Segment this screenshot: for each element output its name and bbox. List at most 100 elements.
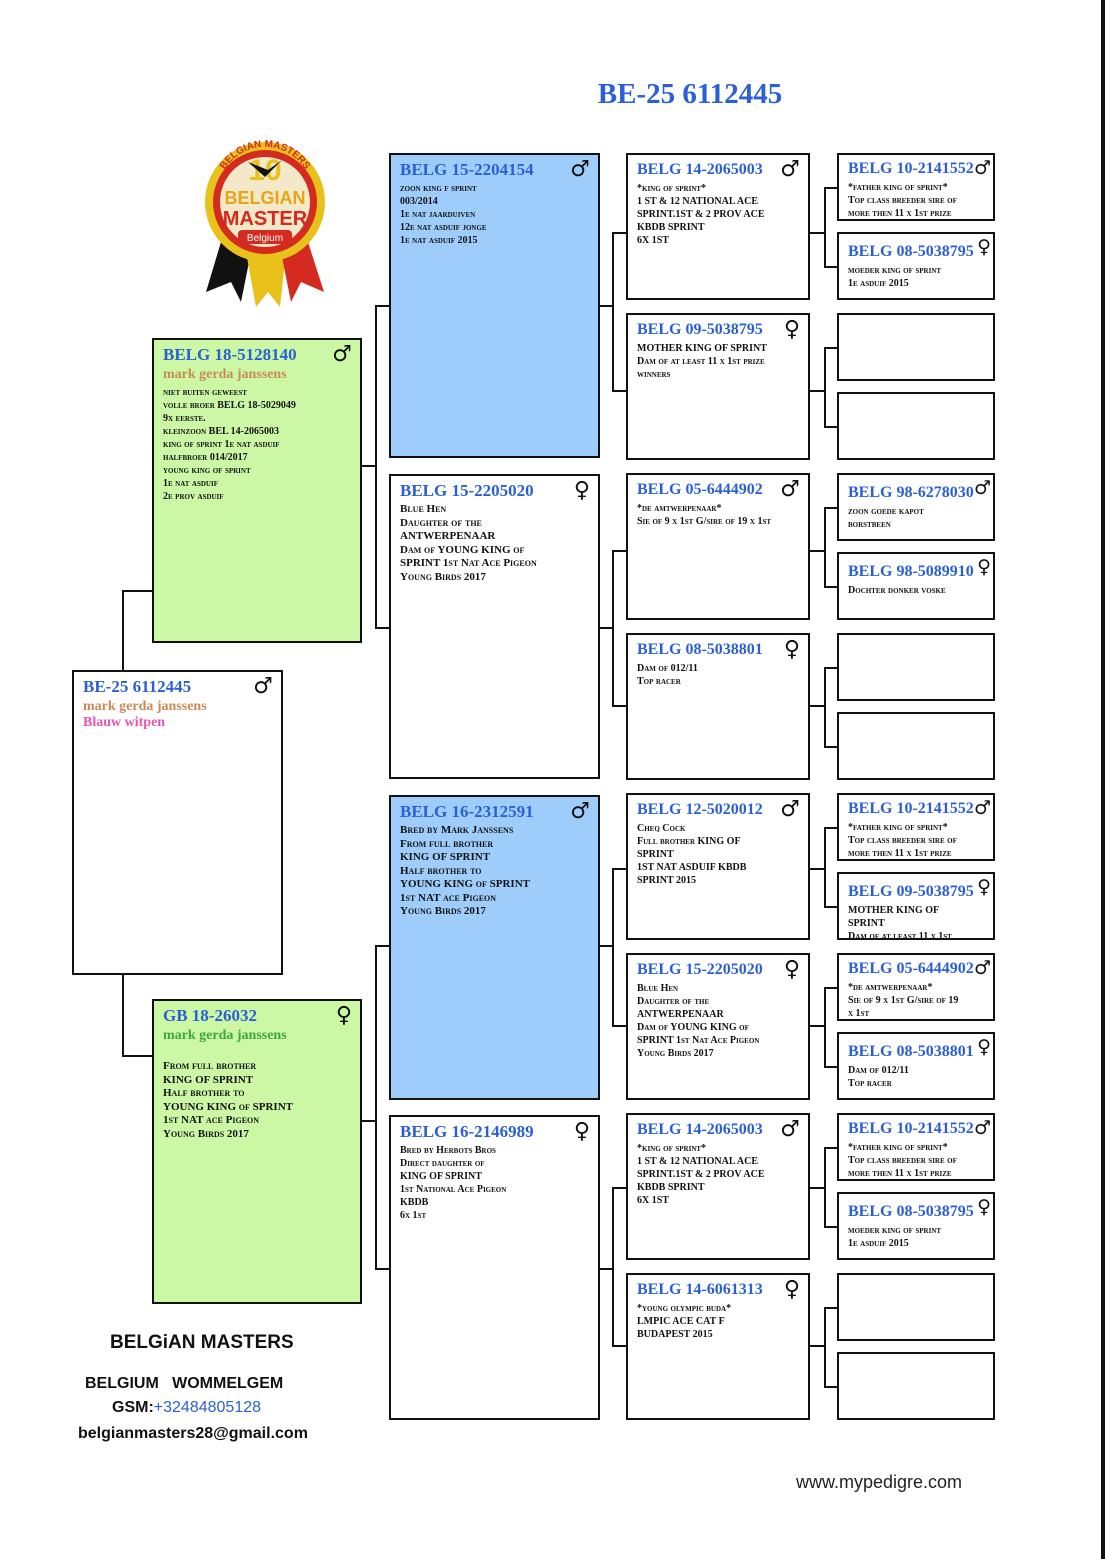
gen3-ring: BELG 14-6061313: [637, 1281, 763, 1298]
breeder-email[interactable]: belgianmasters28@gmail.com: [78, 1425, 308, 1442]
gen4-box-5[interactable]: BELG 98-6278030 ♂ zoon goede kapot borst…: [837, 473, 995, 541]
website-link[interactable]: www.mypedigre.com: [796, 1472, 963, 1492]
male-icon: ♂: [780, 157, 800, 182]
gen4-box-11[interactable]: BELG 05-6444902 ♂ *de amtwerpenaar* Sie …: [837, 953, 995, 1021]
gen4-box-10[interactable]: BELG 09-5038795 ♀ MOTHER KING OF SPRINT …: [837, 872, 995, 940]
gen4-box-13[interactable]: BELG 10-2141552 ♂ *father king of sprint…: [837, 1113, 995, 1181]
female-icon: ♀: [573, 1119, 590, 1144]
connector-line: [810, 1187, 824, 1189]
gen4-box-15[interactable]: [837, 1273, 995, 1341]
female-icon: ♀: [573, 478, 590, 503]
connector-line: [824, 1066, 837, 1068]
gen2-info: zoon king f sprint 003/2014 1e nat jaard…: [400, 183, 487, 246]
connector-line: [824, 586, 837, 588]
connector-line: [824, 1147, 826, 1228]
connector-line: [824, 987, 826, 1068]
connector-line: [824, 906, 837, 908]
gen3-info: *king of sprint* 1 ST & 12 NATIONAL ACE …: [637, 183, 765, 246]
gen4-box-12[interactable]: BELG 08-5038801 ♀ Dam of 012/11 Top race…: [837, 1032, 995, 1100]
gen3-box-7[interactable]: BELG 14-2065003 ♂ *king of sprint* 1 ST …: [626, 1113, 810, 1260]
connector-line: [612, 550, 626, 552]
gen3-box-5[interactable]: BELG 12-5020012 ♂ Cheq Cock Full brother…: [626, 793, 810, 940]
gen3-info: *young olympic buda* LMPIC ACE CAT F BUD…: [637, 1303, 732, 1340]
female-icon: ♀: [977, 876, 991, 898]
connector-line: [824, 426, 837, 428]
grandsire-maternal-box[interactable]: BELG 16-2312591 ♂ Bred by Mark Janssens …: [389, 795, 600, 1100]
connector-line: [810, 1025, 824, 1027]
sire-ring: BELG 18-5128140: [163, 345, 297, 364]
gen4-box-8[interactable]: [837, 712, 995, 780]
dam-box[interactable]: GB 18-26032 ♀ mark gerda janssens From f…: [152, 999, 362, 1304]
sire-owner: mark gerda janssens: [163, 367, 287, 382]
male-icon: ♂: [570, 799, 590, 824]
connector-line: [810, 550, 824, 552]
connector-line: [824, 266, 837, 268]
connector-line: [612, 1187, 614, 1347]
female-icon: ♀: [783, 317, 800, 342]
gen4-box-9[interactable]: BELG 10-2141552 ♂ *father king of sprint…: [837, 793, 995, 861]
gen4-box-2[interactable]: BELG 08-5038795 ♀ moeder king of sprint …: [837, 232, 995, 300]
gen3-ring: BELG 14-2065003: [637, 161, 763, 178]
connector-line: [810, 705, 824, 707]
female-icon: ♀: [783, 637, 800, 662]
subject-box[interactable]: BE-25 6112445 ♂ mark gerda janssens Blau…: [72, 670, 283, 975]
connector-line: [612, 232, 614, 392]
female-icon: ♀: [783, 957, 800, 982]
gen3-ring: BELG 14-2065003: [637, 1121, 763, 1138]
gen3-info: Cheq Cock Full brother KING OF SPRINT 1S…: [637, 823, 747, 886]
breeder-name: BELGiAN MASTERS: [110, 1332, 294, 1353]
gen2-info: Bred by Mark Janssens From full brother …: [400, 824, 530, 917]
gen3-box-3[interactable]: BELG 05-6444902 ♂ *de amtwerpenaar* Sie …: [626, 473, 810, 620]
granddam-maternal-box[interactable]: BELG 16-2146989 ♀ Bred by Herbots Bros D…: [389, 1115, 600, 1420]
gen3-box-4[interactable]: BELG 08-5038801 ♀ Dam of 012/11 Top race…: [626, 633, 810, 780]
gen3-box-2[interactable]: BELG 09-5038795 ♀ MOTHER KING OF SPRINT …: [626, 313, 810, 460]
connector-line: [122, 640, 124, 670]
gen4-box-7[interactable]: [837, 633, 995, 701]
gen3-box-1[interactable]: BELG 14-2065003 ♂ *king of sprint* 1 ST …: [626, 153, 810, 300]
connector-line: [375, 305, 377, 629]
female-icon: ♀: [977, 1036, 991, 1058]
connector-line: [612, 705, 626, 707]
granddam-paternal-box[interactable]: BELG 15-2205020 ♀ Blue Hen Daughter of t…: [389, 474, 600, 779]
connector-line: [612, 1187, 626, 1189]
gen4-ring: BELG 10-2141552: [848, 160, 974, 177]
connector-line: [810, 232, 824, 234]
gen4-box-4[interactable]: [837, 392, 995, 460]
gen4-info: Dochter donker voske: [848, 585, 946, 596]
sire-box[interactable]: BELG 18-5128140 ♂ mark gerda janssens ni…: [152, 338, 362, 643]
gen3-info: MOTHER KING OF SPRINT Dam of at least 11…: [637, 343, 767, 380]
female-icon: ♀: [335, 1003, 352, 1028]
gen4-box-14[interactable]: BELG 08-5038795 ♀ moeder king of sprint …: [837, 1192, 995, 1260]
connector-line: [824, 187, 826, 268]
belgian-masters-logo: 10 BELGIAN MASTER Belgium BELGIAN MASTER…: [205, 139, 325, 307]
connector-line: [824, 827, 826, 908]
gen4-box-1[interactable]: BELG 10-2141552 ♂ *father king of sprint…: [837, 153, 995, 221]
svg-text:MASTER: MASTER: [223, 208, 308, 230]
gen4-info: Dam of 012/11 Top racer: [848, 1065, 909, 1089]
gen3-box-6[interactable]: BELG 15-2205020 ♀ Blue Hen Daughter of t…: [626, 953, 810, 1100]
male-icon: ♂: [780, 797, 800, 822]
connector-line: [612, 1025, 626, 1027]
breeder-location: BELGIUM WOMMELGEM: [85, 1375, 284, 1392]
gen3-box-8[interactable]: BELG 14-6061313 ♀ *young olympic buda* L…: [626, 1273, 810, 1420]
male-icon: ♂: [780, 1117, 800, 1142]
gen4-info: zoon goede kapot borstbeen: [848, 506, 924, 530]
connector-line: [600, 627, 612, 629]
breeder-gsm: GSM:+32484805128: [112, 1399, 261, 1417]
gen4-box-16[interactable]: [837, 1352, 995, 1420]
gen3-ring: BELG 15-2205020: [637, 961, 763, 978]
male-icon: ♂: [253, 674, 273, 699]
connector-line: [810, 390, 824, 392]
gen3-info: Blue Hen Daughter of the ANTWERPENAAR Da…: [637, 983, 760, 1059]
female-icon: ♀: [977, 236, 991, 258]
male-icon: ♂: [973, 797, 991, 819]
connector-line: [824, 667, 837, 669]
connector-line: [122, 975, 124, 999]
gen4-box-6[interactable]: BELG 98-5089910 ♀ Dochter donker voske: [837, 552, 995, 620]
dam-info: From full brother KING OF SPRINT Half br…: [163, 1060, 293, 1140]
gen4-box-3[interactable]: [837, 313, 995, 381]
grandsire-paternal-box[interactable]: BELG 15-2204154 ♂ zoon king f sprint 003…: [389, 153, 600, 458]
gen3-ring: BELG 12-5020012: [637, 801, 763, 818]
gen2-info: Bred by Herbots Bros Direct daughter of …: [400, 1145, 507, 1221]
gsm-number[interactable]: +32484805128: [153, 1399, 262, 1416]
